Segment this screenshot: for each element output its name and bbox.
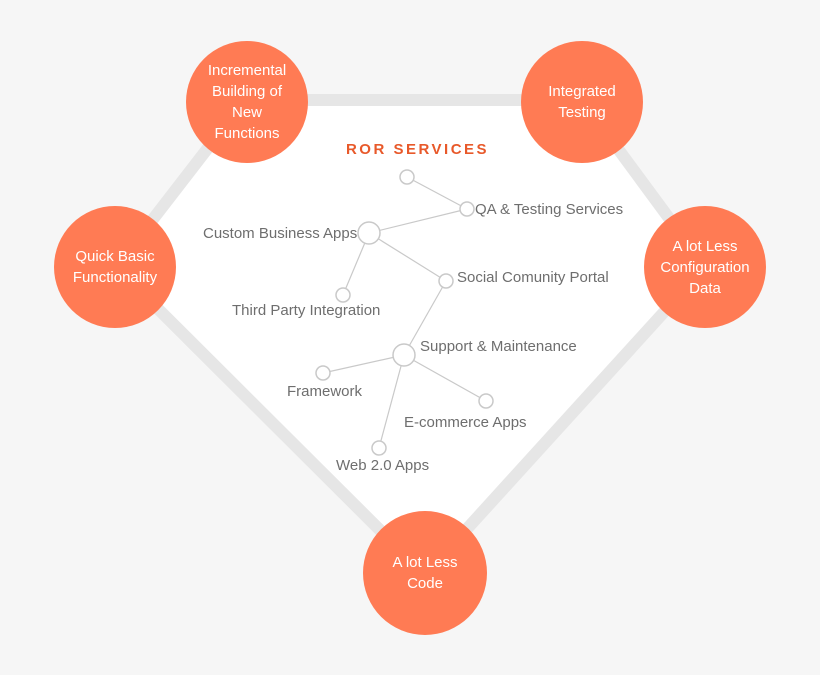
node-custom-business [357,221,381,245]
connector-support-framework [322,354,405,374]
connector-support-ecommerce [403,354,487,402]
node-qa-testing [459,201,475,217]
node-ecommerce [478,393,494,409]
bubble-less-code: A lot Less Code [363,511,487,635]
connector-custom-qa [368,208,468,234]
bubble-less-configuration-data: A lot Less Configuration Data [644,206,766,328]
label-third-party: Third Party Integration [232,302,381,319]
bubble-quick-basic-functionality: Quick Basic Functionality [54,206,176,328]
label-framework: Framework [287,383,363,400]
node-top [399,169,415,185]
diagram-title: ROR SERVICES [345,141,490,158]
connector-top-qa [406,176,468,210]
connector-social-support [403,280,447,356]
label-custom-business: Custom Business Apps [203,225,358,242]
bubble-incremental-building: Incremental Building of New Functions [186,41,308,163]
label-social-community: Social Comunity Portal [457,269,609,286]
tree-nodes [315,169,494,456]
node-framework [315,365,331,381]
connector-custom-social [368,232,447,282]
label-ecommerce: E-commerce Apps [404,414,527,431]
bubble-integrated-testing: Integrated Testing [521,41,643,163]
node-web20 [371,440,387,456]
connector-support-web20 [378,354,405,449]
node-third-party [335,287,351,303]
label-qa-testing: QA & Testing Services [475,201,624,218]
node-support-maintenance [392,343,416,367]
node-social-community [438,273,454,289]
label-support-maintenance: Support & Maintenance [420,338,577,355]
tree-connectors [322,176,487,449]
label-web20: Web 2.0 Apps [336,457,430,474]
